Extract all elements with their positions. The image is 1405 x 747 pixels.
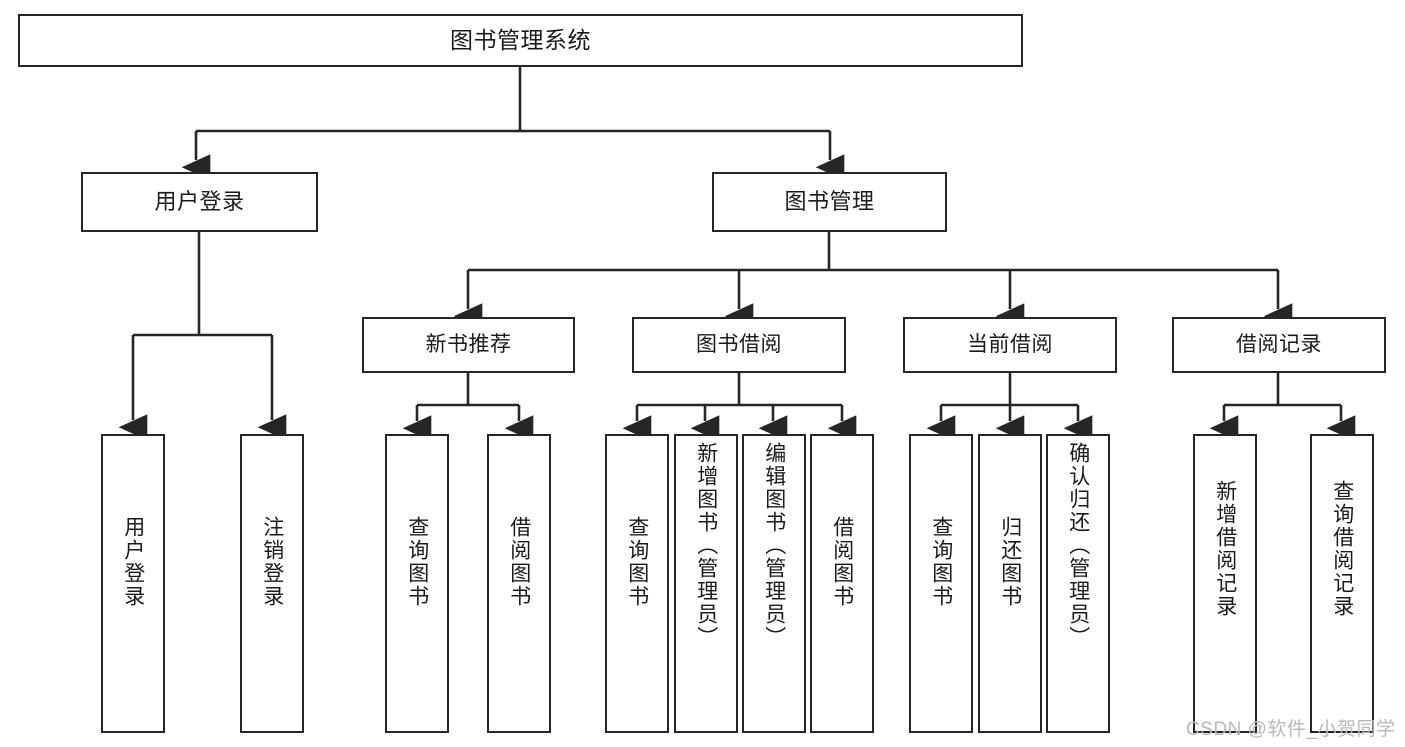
leaf-query-book-recommend[interactable]: 查询图书 (385, 434, 449, 733)
node-new-book-recommend-label: 新书推荐 (425, 332, 512, 356)
leaf-edit-book-label: 编辑图书（管理员） (762, 442, 786, 649)
node-borrow-record[interactable]: 借阅记录 (1172, 317, 1386, 373)
leaf-confirm-return-label: 确认归还（管理员） (1066, 442, 1090, 649)
node-book-management[interactable]: 图书管理 (712, 172, 947, 232)
leaf-return-book[interactable]: 归还图书 (978, 434, 1042, 733)
leaf-query-book-current[interactable]: 查询图书 (909, 434, 973, 733)
node-new-book-recommend[interactable]: 新书推荐 (362, 317, 575, 373)
node-user-login-label: 用户登录 (154, 189, 245, 215)
leaf-query-book-current-label: 查询图书 (929, 516, 953, 608)
leaf-borrow-book[interactable]: 借阅图书 (810, 434, 874, 733)
leaf-edit-book[interactable]: 编辑图书（管理员） (742, 434, 806, 733)
leaf-borrow-book-label: 借阅图书 (830, 516, 854, 608)
leaf-add-borrow-record[interactable]: 新增借阅记录 (1193, 434, 1257, 733)
node-current-borrow[interactable]: 当前借阅 (903, 317, 1117, 373)
node-book-borrow-label: 图书借阅 (696, 332, 782, 356)
node-borrow-record-label: 借阅记录 (1236, 332, 1322, 356)
node-book-management-label: 图书管理 (784, 189, 875, 215)
node-root[interactable]: 图书管理系统 (18, 14, 1023, 67)
leaf-user-logout[interactable]: 注销登录 (240, 434, 304, 733)
leaf-query-book-borrow-label: 查询图书 (625, 516, 649, 608)
watermark-text: CSDN @软件_小贺同学 (1186, 719, 1396, 740)
leaf-borrow-book-recommend-label: 借阅图书 (507, 516, 531, 608)
leaf-query-book-recommend-label: 查询图书 (405, 516, 429, 608)
node-book-borrow[interactable]: 图书借阅 (632, 317, 846, 373)
leaf-return-book-label: 归还图书 (998, 516, 1022, 608)
leaf-query-borrow-record-label: 查询借阅记录 (1330, 480, 1354, 618)
node-root-label: 图书管理系统 (450, 27, 591, 54)
leaf-user-login[interactable]: 用户登录 (101, 434, 165, 733)
leaf-add-book-label: 新增图书（管理员） (694, 442, 718, 649)
leaf-user-logout-label: 注销登录 (260, 516, 284, 608)
leaf-borrow-book-recommend[interactable]: 借阅图书 (487, 434, 551, 733)
leaf-query-book-borrow[interactable]: 查询图书 (605, 434, 669, 733)
leaf-confirm-return[interactable]: 确认归还（管理员） (1046, 434, 1110, 733)
leaf-query-borrow-record[interactable]: 查询借阅记录 (1310, 434, 1374, 733)
node-current-borrow-label: 当前借阅 (967, 332, 1053, 356)
leaf-add-book[interactable]: 新增图书（管理员） (674, 434, 738, 733)
node-user-login[interactable]: 用户登录 (81, 172, 318, 232)
leaf-add-borrow-record-label: 新增借阅记录 (1213, 480, 1237, 618)
leaf-user-login-label: 用户登录 (121, 516, 145, 608)
